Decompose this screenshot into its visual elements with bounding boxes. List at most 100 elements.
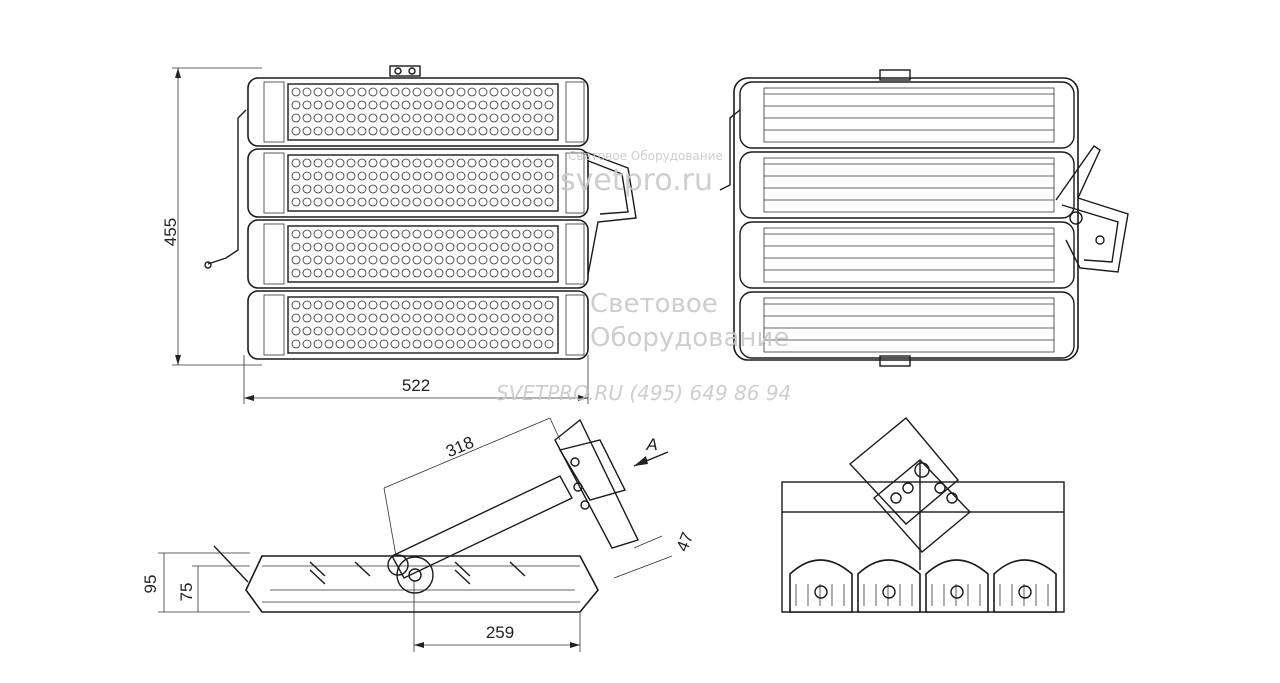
end-modules bbox=[789, 559, 1057, 613]
led-lens bbox=[456, 313, 466, 323]
view-label-a: A bbox=[645, 435, 657, 454]
led-lens bbox=[302, 229, 312, 239]
led-lens bbox=[324, 339, 334, 349]
led-lens bbox=[511, 255, 521, 265]
led-lens bbox=[390, 229, 400, 239]
led-lens bbox=[423, 326, 433, 336]
led-lens bbox=[445, 184, 455, 194]
led-lens bbox=[346, 197, 356, 207]
heatsink-module bbox=[739, 291, 1075, 359]
led-lens bbox=[313, 255, 323, 265]
led-lens bbox=[434, 300, 444, 310]
led-lens bbox=[324, 184, 334, 194]
led-lens bbox=[434, 197, 444, 207]
led-lens bbox=[456, 184, 466, 194]
led-lens bbox=[368, 113, 378, 123]
side-slots bbox=[309, 561, 526, 585]
led-lens bbox=[489, 171, 499, 181]
led-lens bbox=[522, 326, 532, 336]
led-lens bbox=[379, 326, 389, 336]
led-lens bbox=[368, 242, 378, 252]
led-lens bbox=[324, 313, 334, 323]
led-lens bbox=[324, 242, 334, 252]
led-lens bbox=[489, 113, 499, 123]
led-lens bbox=[533, 158, 543, 168]
end-bolt bbox=[814, 585, 828, 599]
led-lens bbox=[500, 326, 510, 336]
led-lens bbox=[346, 184, 356, 194]
led-lens bbox=[313, 229, 323, 239]
led-lens bbox=[423, 268, 433, 278]
led-lens bbox=[533, 197, 543, 207]
led-lens bbox=[434, 100, 444, 110]
led-lens bbox=[489, 255, 499, 265]
led-lens bbox=[544, 171, 554, 181]
led-lens bbox=[511, 313, 521, 323]
led-lens bbox=[456, 255, 466, 265]
led-lens bbox=[291, 126, 301, 136]
led-lens bbox=[346, 313, 356, 323]
led-lens bbox=[291, 300, 301, 310]
led-lens bbox=[467, 126, 477, 136]
led-lens bbox=[324, 229, 334, 239]
led-lens bbox=[291, 242, 301, 252]
led-lens bbox=[313, 171, 323, 181]
front-view: 455 522 bbox=[161, 65, 637, 404]
led-lens bbox=[533, 87, 543, 97]
led-lens bbox=[445, 171, 455, 181]
led-lens bbox=[324, 268, 334, 278]
led-lens bbox=[489, 326, 499, 336]
led-lens bbox=[335, 158, 345, 168]
led-lens bbox=[544, 197, 554, 207]
led-lens bbox=[313, 313, 323, 323]
led-lens bbox=[445, 197, 455, 207]
led-lens bbox=[368, 184, 378, 194]
led-lens bbox=[434, 158, 444, 168]
led-lens bbox=[412, 87, 422, 97]
heatsink-body bbox=[763, 297, 1055, 353]
led-lens bbox=[511, 339, 521, 349]
led-lens bbox=[379, 268, 389, 278]
led-lens bbox=[357, 242, 367, 252]
led-lens bbox=[500, 242, 510, 252]
led-lens bbox=[434, 268, 444, 278]
end-bolt bbox=[1018, 585, 1032, 599]
led-lens bbox=[302, 87, 312, 97]
led-lens bbox=[511, 100, 521, 110]
led-lens bbox=[368, 158, 378, 168]
led-lens bbox=[522, 126, 532, 136]
led-lens bbox=[456, 158, 466, 168]
led-lens bbox=[511, 126, 521, 136]
led-lens bbox=[522, 171, 532, 181]
led-lens bbox=[456, 300, 466, 310]
led-lens bbox=[533, 300, 543, 310]
led-lens bbox=[357, 100, 367, 110]
led-lens bbox=[379, 171, 389, 181]
led-lens bbox=[390, 113, 400, 123]
led-lens bbox=[467, 229, 477, 239]
led-lens bbox=[346, 158, 356, 168]
led-lens bbox=[368, 300, 378, 310]
led-lens bbox=[544, 229, 554, 239]
led-lens bbox=[544, 100, 554, 110]
led-lens bbox=[522, 339, 532, 349]
led-lens bbox=[511, 87, 521, 97]
led-lens bbox=[401, 171, 411, 181]
led-lens bbox=[313, 100, 323, 110]
led-lens bbox=[445, 126, 455, 136]
led-lens bbox=[313, 197, 323, 207]
led-lens bbox=[478, 184, 488, 194]
led-lens bbox=[401, 242, 411, 252]
heatsink-body bbox=[763, 87, 1055, 143]
led-lens bbox=[500, 100, 510, 110]
led-lens bbox=[500, 313, 510, 323]
led-lens bbox=[489, 300, 499, 310]
led-lens bbox=[456, 100, 466, 110]
led-lens bbox=[357, 313, 367, 323]
led-lens bbox=[313, 268, 323, 278]
led-lens bbox=[324, 158, 334, 168]
led-lens bbox=[335, 184, 345, 194]
led-lens bbox=[313, 242, 323, 252]
led-lens bbox=[379, 197, 389, 207]
led-lens bbox=[390, 100, 400, 110]
